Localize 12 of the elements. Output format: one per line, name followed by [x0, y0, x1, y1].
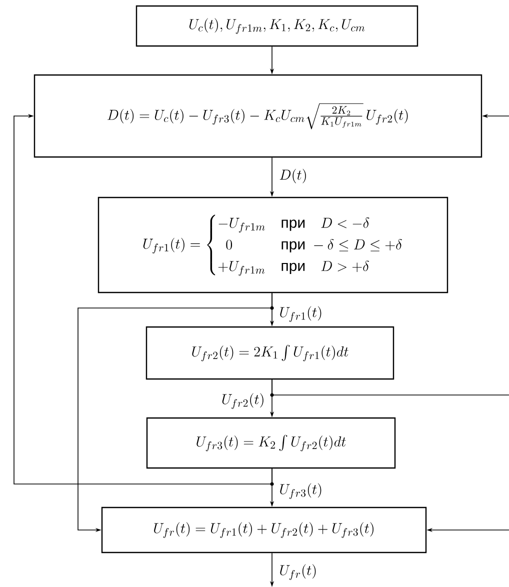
formula-box: $U_{fr2}(t)=2K_1\int U_{fr1}(t)dt$: [146, 326, 394, 380]
edge-label: $U_{fr1}(t)$: [280, 306, 322, 322]
edge-label: $D(t)$: [280, 168, 306, 184]
edge-label: $U_{fr3}(t)$: [280, 483, 322, 499]
formula-box: $D(t)=U_c(t)-U_{fr3}(t)-K_cU_{cm}\sqrt{\frac{2K_2}{K_1U_{fr1m}}}\,U_{fr2}(t)$: [34, 74, 482, 158]
edge-label: $U_{fr2}(t)$: [222, 393, 264, 409]
formula-box: $U_{fr3}(t)=K_2\int U_{fr2}(t)dt$: [146, 417, 396, 469]
formula-box: $U_c(t),U_{fr1m},K_1,K_2,K_c,U_{cm}$: [136, 5, 418, 47]
formula-box: $U_{fr}(t)=U_{fr1}(t)+U_{fr2}(t)+U_{fr3}(t)$: [101, 506, 427, 554]
edge-label: $U_{fr}(t)$: [280, 564, 316, 580]
arrow: [14, 114, 272, 484]
formula-box: $U_{fr1}(t)=\begin{cases}-U_{fr1m} & \text{при}\quad D<-\delta\\ \;\;0 & \text{при}\ -\delta\le D\le+\delta\\ +U_{fr1m} & \text{при}\quad D>+\delta\end{cases}$: [98, 196, 448, 294]
